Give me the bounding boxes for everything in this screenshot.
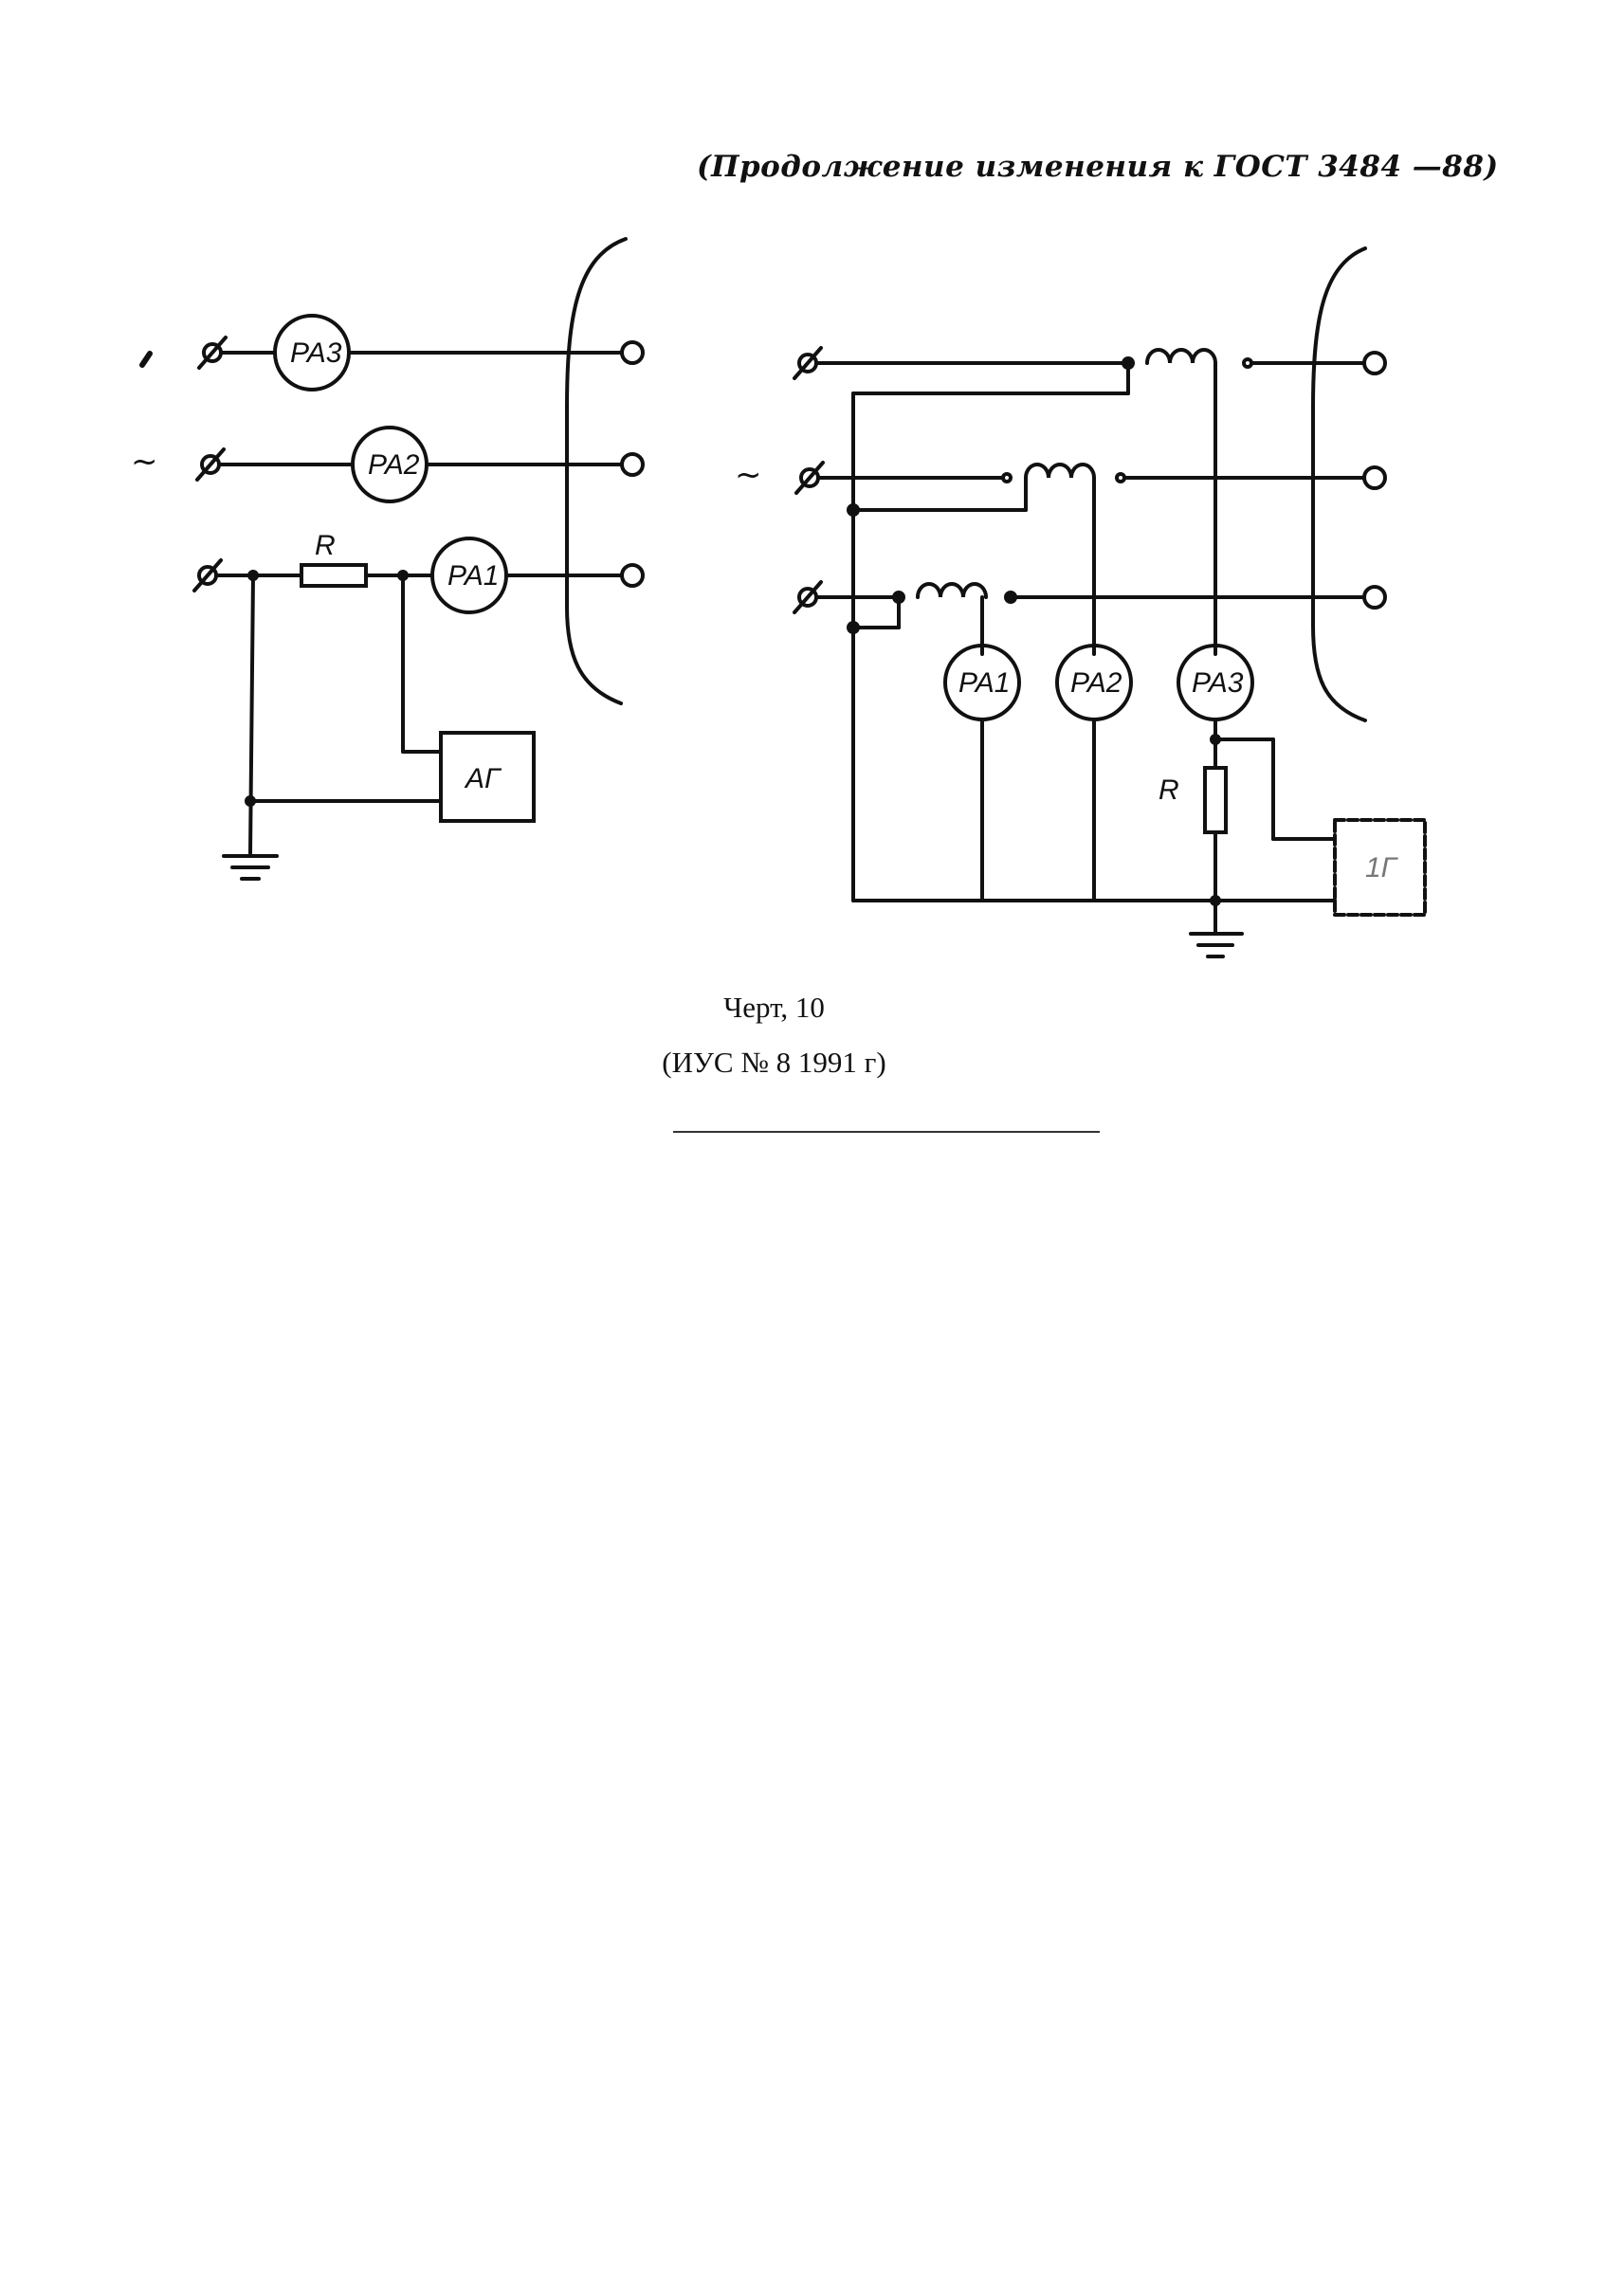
right-bracket xyxy=(1311,246,1367,722)
left-resistor-label: R xyxy=(315,530,336,561)
right-resistor xyxy=(1203,766,1228,834)
figure-caption: Черт, 10 xyxy=(723,991,825,1024)
right-output-terminal-3 xyxy=(1362,585,1387,610)
left-ac-symbol: ~ xyxy=(131,443,158,481)
left-meter-pa3-label: PA3 xyxy=(290,337,342,369)
left-output-terminal-1 xyxy=(620,340,645,365)
figure-source: (ИУС № 8 1991 г) xyxy=(662,1046,886,1079)
right-generator xyxy=(1333,818,1427,917)
right-meter-pa2-label: PA2 xyxy=(1070,667,1122,699)
left-ground-symbol xyxy=(222,854,279,881)
right-generator-label: 1Г xyxy=(1365,852,1399,883)
right-meter-pa1-label: PA1 xyxy=(958,667,1010,699)
right-circuit xyxy=(793,246,1427,958)
right-ground-symbol xyxy=(1189,932,1244,958)
divider-rule xyxy=(673,1131,1100,1133)
right-coil-3 xyxy=(916,582,988,599)
left-resistor xyxy=(300,563,368,588)
right-coil-2 xyxy=(1024,463,1096,480)
right-ac-symbol: ~ xyxy=(735,456,762,494)
left-generator xyxy=(439,731,536,823)
left-meter-pa1-label: PA1 xyxy=(447,560,499,592)
circuit-diagram: ~ R PA3 PA2 PA1 АГ ~ PA1 PA2 PA3 R 1Г xyxy=(131,237,1427,958)
right-output-terminal-1 xyxy=(1362,351,1387,375)
left-bracket xyxy=(565,237,628,705)
left-output-terminal-3 xyxy=(620,563,645,588)
left-phase-mark xyxy=(139,351,153,368)
right-meter-pa3-label: PA3 xyxy=(1192,667,1244,699)
right-output-terminal-2 xyxy=(1362,465,1387,490)
right-resistor-label: R xyxy=(1159,774,1179,806)
right-coil-1 xyxy=(1145,348,1217,365)
left-meter-pa2-label: PA2 xyxy=(368,449,420,481)
left-output-terminal-2 xyxy=(620,452,645,477)
left-circuit xyxy=(139,237,645,881)
left-generator-label: АГ xyxy=(464,763,502,794)
page-header: (Продолжение изменения к ГОСТ 3484 —88) xyxy=(697,150,1499,184)
